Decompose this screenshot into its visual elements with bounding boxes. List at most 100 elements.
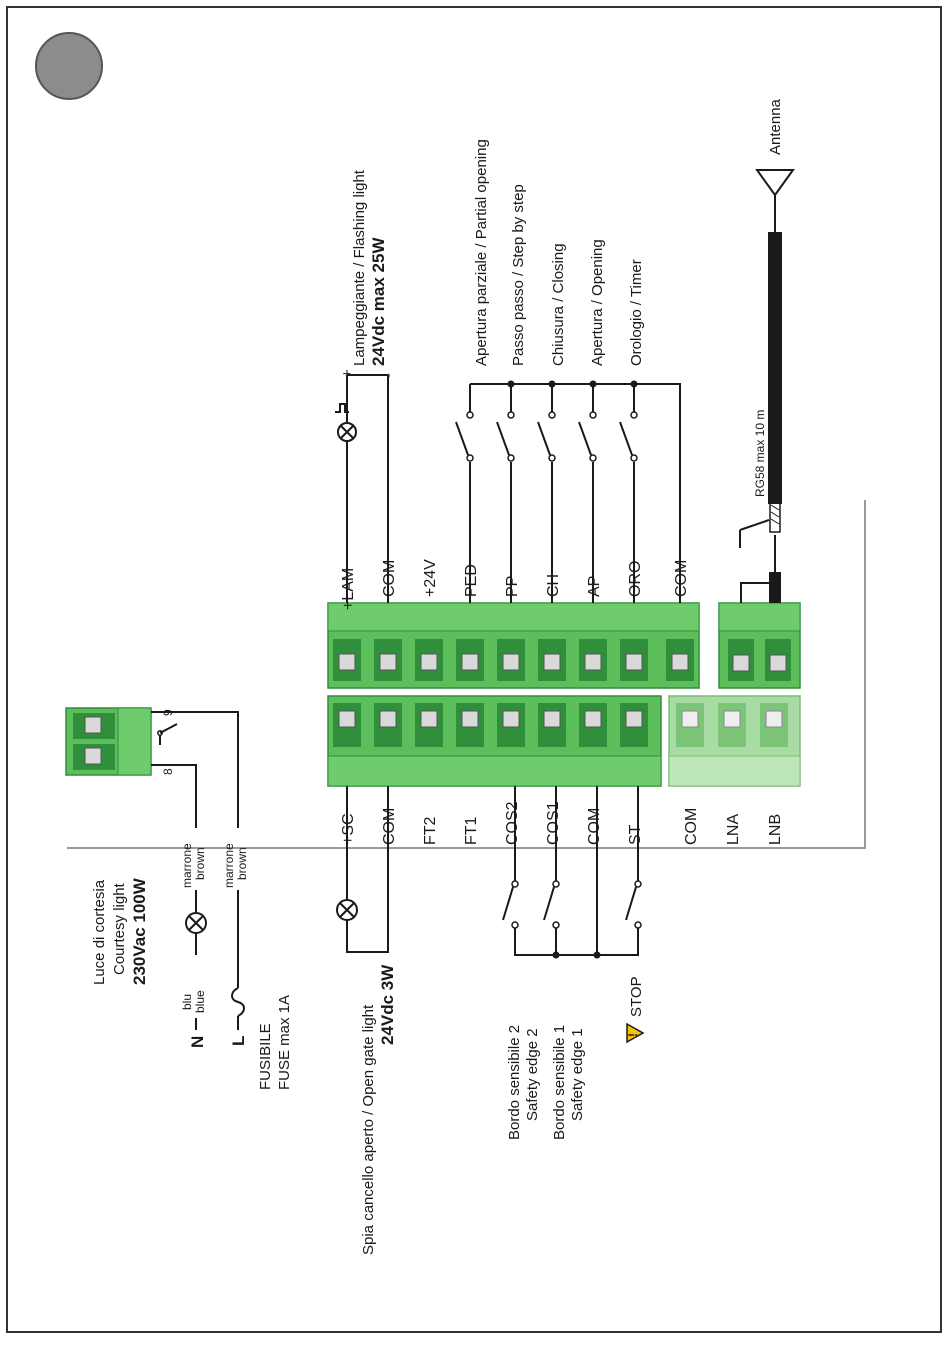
open-gate-light-rating: 24Vdc 3W — [378, 964, 397, 1045]
top-label-5: CH — [545, 574, 562, 597]
courtesy-rating: 230Vac 100W — [130, 877, 149, 985]
input-lever-4 — [619, 421, 633, 456]
edge2-it: Bordo sensibile 2 — [506, 1025, 523, 1140]
safety-contact-a-1 — [552, 880, 560, 888]
input-contact-low-2 — [548, 454, 556, 462]
courtesy-brown-it-2: marrone — [222, 843, 236, 888]
courtesy-line1: Luce di cortesia — [91, 879, 108, 985]
courtesy-blue-en: blue — [193, 990, 207, 1013]
safety-lever-1 — [543, 886, 555, 921]
input-contact-high-2 — [548, 411, 556, 419]
courtesy-brown-en-2: brown — [235, 847, 249, 880]
bottom-label-4: COS2 — [504, 801, 521, 845]
input-contact-high-1 — [507, 411, 515, 419]
top-screw-3 — [461, 653, 479, 671]
fuse-en: FUSE max 1A — [276, 995, 293, 1090]
input-oro-label: Orologio / Timer — [628, 259, 645, 366]
input-ch-label: Chiusura / Closing — [550, 243, 567, 366]
input-lever-3 — [578, 421, 592, 456]
flashing-minus: - — [380, 373, 397, 378]
bottom-screw-5 — [543, 710, 561, 728]
safety-contact-a-2 — [634, 880, 642, 888]
input-lever-1 — [496, 421, 510, 456]
top-terminal-block — [327, 602, 700, 689]
bottom-screw-4 — [502, 710, 520, 728]
input-contact-low-4 — [630, 454, 638, 462]
input-contact-high-3 — [589, 411, 597, 419]
input-lever-0 — [455, 421, 469, 456]
input-ped-label: Apertura parziale / Partial opening — [473, 139, 490, 366]
top-screw-0 — [338, 653, 356, 671]
antenna-circuit: Antenna RG58 max 10 m — [739, 98, 795, 603]
light-screw-2 — [765, 710, 783, 728]
bottom-screw-1 — [379, 710, 397, 728]
bottom-screw-7 — [625, 710, 643, 728]
courtesy-terminal-8: 8 — [161, 768, 175, 775]
bottom-screw-3 — [461, 710, 479, 728]
top-label-8: COM — [673, 560, 690, 597]
stop-label: STOP — [628, 976, 645, 1017]
input-ap-label: Apertura / Opening — [589, 239, 606, 366]
top-label-1: COM — [381, 560, 398, 597]
antenna-cable-label: RG58 max 10 m — [753, 410, 767, 497]
input-pp-label: Passo passo / Step by step — [510, 184, 527, 366]
input-bus-node-1 — [507, 380, 515, 388]
top-label-7: ORO — [627, 561, 644, 597]
light-label-0: COM — [683, 808, 700, 845]
courtesy-terminal-block — [65, 707, 152, 776]
edge1-it: Bordo sensibile 1 — [551, 1025, 568, 1140]
input-bus-node-3 — [589, 380, 597, 388]
bottom-label-0: +SC — [340, 813, 357, 845]
bottom-label-5: COS1 — [545, 801, 562, 845]
safety-contact-b-0 — [511, 921, 519, 929]
input-contact-low-0 — [466, 454, 474, 462]
top-screw-1 — [379, 653, 397, 671]
flashing-light-label: Lampeggiante / Flashing light — [351, 169, 368, 366]
flashing-light-rating: 24Vdc max 25W — [369, 237, 388, 366]
courtesy-neutral: N — [188, 1036, 207, 1048]
input-contact-high-0 — [466, 411, 474, 419]
light-screw-0 — [681, 710, 699, 728]
light-label-2: LNB — [767, 814, 784, 845]
top-label-0: +LAM — [340, 568, 357, 610]
courtesy-line: L — [229, 1036, 248, 1046]
top-screw-6 — [584, 653, 602, 671]
input-bus-node-2 — [548, 380, 556, 388]
bottom-screw-0 — [338, 710, 356, 728]
courtesy-light-circuit: 9 8 marrone brown marrone brown blu blue… — [91, 709, 293, 1090]
bottom-screw-6 — [584, 710, 602, 728]
open-gate-light-circuit: Spia cancello aperto / Open gate light 2… — [336, 786, 397, 1255]
safety-contact-b-1 — [552, 921, 560, 929]
section-marker-circle — [35, 32, 103, 100]
courtesy-blue-it: blu — [180, 994, 194, 1010]
top-label-6: AP — [586, 576, 603, 597]
input-bus-node-4 — [630, 380, 638, 388]
top-label-3: PED — [463, 564, 480, 597]
warning-icon — [626, 1022, 645, 1044]
edge1-en: Safety edge 1 — [569, 1028, 586, 1121]
open-gate-light-label: Spia cancello aperto / Open gate light — [360, 1004, 377, 1255]
bottom-terminal-block — [327, 695, 801, 787]
top-screw-8 — [671, 653, 689, 671]
input-contact-low-3 — [589, 454, 597, 462]
light-label-1: LNA — [725, 814, 742, 845]
courtesy-terminal-9: 9 — [161, 709, 175, 716]
edge2-en: Safety edge 2 — [524, 1028, 541, 1121]
antenna-terminal-block — [718, 602, 801, 689]
safety-contact-b-2 — [634, 921, 642, 929]
safety-lever-2 — [625, 886, 637, 921]
input-switches: Apertura parziale / Partial opening Pass… — [455, 139, 681, 603]
warning-mark: ! — [626, 1033, 640, 1037]
top-label-2: +24V — [422, 559, 439, 597]
safety-lever-0 — [502, 886, 514, 921]
bottom-label-3: FT1 — [463, 816, 480, 845]
safety-contact-a-0 — [511, 880, 519, 888]
courtesy-brown-en-1: brown — [193, 847, 207, 880]
top-screw-2 — [420, 653, 438, 671]
top-screw-4 — [502, 653, 520, 671]
top-screw-5 — [543, 653, 561, 671]
bottom-label-7: ST — [627, 824, 644, 845]
board-outline — [67, 500, 866, 849]
